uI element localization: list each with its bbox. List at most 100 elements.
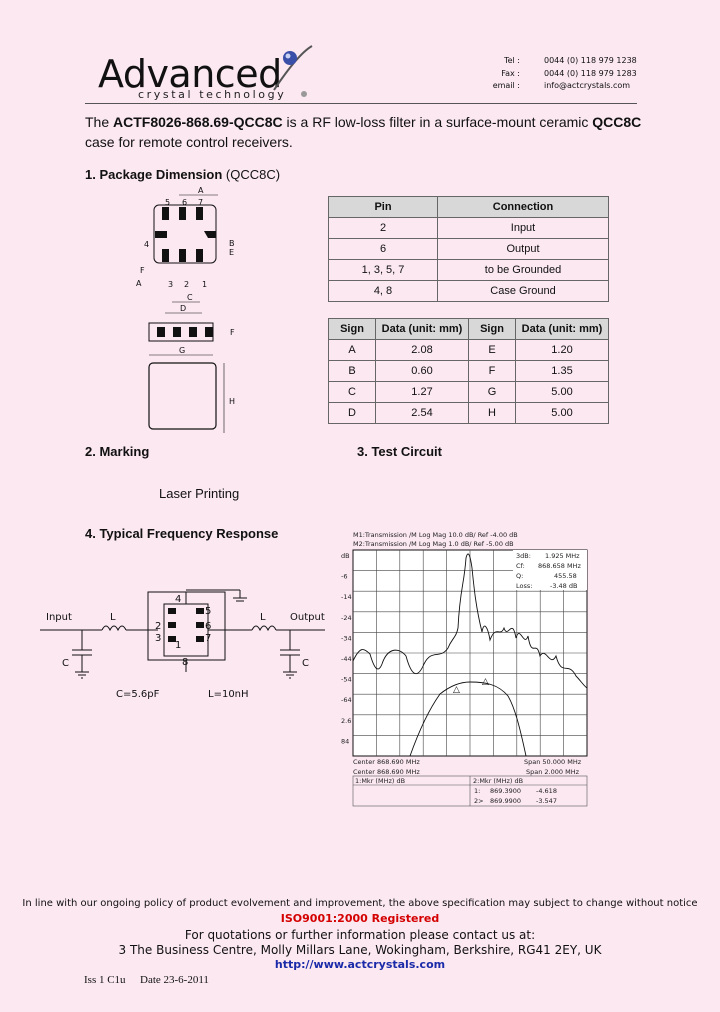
circuit-pin-3: 3 bbox=[155, 633, 161, 644]
marker-cf-value: 868.658 MHz bbox=[538, 562, 581, 570]
email-label: email : bbox=[492, 81, 520, 90]
intro-text: The ACTF8026-868.69-QCC8C is a RF low-lo… bbox=[85, 114, 642, 150]
issue-date: Date 23-6-2011 bbox=[140, 974, 209, 986]
y-tick-label: 2.6 bbox=[341, 717, 351, 725]
analyzer-trace1-settings: M1:Transmission /M Log Mag 10.0 dB/ Ref … bbox=[353, 531, 518, 539]
svg-text:869.3900: 869.3900 bbox=[490, 787, 521, 795]
circuit-output-label: Output bbox=[290, 612, 325, 623]
package-heading: 1. Package Dimension (QCC8C) bbox=[85, 167, 281, 182]
pin-5-label: 5 bbox=[165, 198, 170, 207]
case-name: QCC8C bbox=[592, 114, 642, 130]
marker-loss-value: -3.48 dB bbox=[550, 582, 577, 590]
center-freq-2: Center 868.690 MHz bbox=[353, 768, 420, 776]
marker-loss-label: Loss: bbox=[516, 582, 532, 590]
svg-text:2>: 2> bbox=[474, 797, 484, 805]
dim-F-side-label: F bbox=[140, 266, 145, 275]
capacitor-out-label: C bbox=[302, 658, 309, 669]
y-tick-label: dB bbox=[341, 552, 350, 560]
svg-text:-4.618: -4.618 bbox=[536, 787, 557, 795]
center-freq-1: Center 868.690 MHz bbox=[353, 758, 420, 766]
test-circuit-schematic: Input Output L L C C 4 5 2 6 3 7 1 8 C=5… bbox=[40, 589, 325, 700]
analyzer-trace2-settings: M2:Transmission /M Log Mag 1.0 dB/ Ref -… bbox=[353, 540, 514, 548]
svg-text:-3.547: -3.547 bbox=[536, 797, 557, 805]
y-tick-label: -54 bbox=[341, 676, 352, 684]
dim-B-label: B bbox=[229, 239, 235, 248]
y-tick-label: -44 bbox=[341, 655, 352, 663]
circuit-pin-1: 1 bbox=[175, 640, 181, 651]
dim-D-label: D bbox=[180, 304, 186, 313]
marker-q-value: 455.58 bbox=[554, 572, 577, 580]
package-drawing: A 5 6 7 4 B E F A 3 2 1 C D F G H bbox=[136, 186, 235, 433]
dim-H-label: H bbox=[229, 397, 235, 406]
y-tick-label: -24 bbox=[341, 614, 352, 622]
pin-3-label: 3 bbox=[168, 280, 173, 289]
y-tick-label: -64 bbox=[341, 696, 352, 704]
marker-table-header-1: 1:Mkr (MHz) dB bbox=[355, 777, 405, 785]
fax-label: Fax : bbox=[501, 69, 520, 78]
circuit-input-label: Input bbox=[46, 612, 72, 623]
test-circuit-heading: 3. Test Circuit bbox=[357, 444, 443, 459]
issue-number: Iss 1 C1u bbox=[84, 974, 126, 986]
marking-heading: 2. Marking bbox=[85, 444, 150, 459]
part-number: ACTF8026-868.69-QCC8C bbox=[113, 114, 283, 130]
inductor-in-label: L bbox=[110, 612, 116, 623]
company-address: 3 The Business Centre, Molly Millars Lan… bbox=[118, 943, 602, 957]
marker-bw-label: 3dB: bbox=[516, 552, 531, 560]
circuit-pin-6: 6 bbox=[205, 621, 211, 632]
fax-value: 0044 (0) 118 979 1283 bbox=[544, 69, 637, 78]
tel-value: 0044 (0) 118 979 1238 bbox=[544, 56, 637, 65]
svg-text:1:: 1: bbox=[474, 787, 480, 795]
pin-6-label: 6 bbox=[182, 198, 187, 207]
pin-2-label: 2 bbox=[184, 280, 189, 289]
svg-text:869.9900: 869.9900 bbox=[490, 797, 521, 805]
marker-cf-label: Cf: bbox=[516, 562, 525, 570]
span-2: Span 2.000 MHz bbox=[526, 768, 580, 776]
circuit-pin-7: 7 bbox=[205, 633, 211, 644]
y-tick-label: -34 bbox=[341, 634, 352, 642]
iso-badge: ISO9001:2000 Registered bbox=[280, 912, 440, 925]
dim-E-label: E bbox=[229, 248, 234, 257]
header-rule bbox=[85, 103, 637, 104]
contact-block: Tel : 0044 (0) 118 979 1238 Fax : 0044 (… bbox=[470, 56, 650, 96]
capacitor-in-label: C bbox=[62, 658, 69, 669]
marking-text: Laser Printing bbox=[159, 486, 240, 501]
circuit-pin-2: 2 bbox=[155, 621, 161, 632]
logo-globe-icon bbox=[273, 45, 313, 97]
policy-note: In line with our ongoing policy of produ… bbox=[22, 898, 698, 909]
marker-bw-value: 1.925 MHz bbox=[545, 552, 580, 560]
capacitor-value: C=5.6pF bbox=[116, 689, 160, 700]
contact-note: For quotations or further information pl… bbox=[184, 928, 536, 942]
dim-F-label: F bbox=[230, 328, 235, 337]
pin-7-label: 7 bbox=[198, 198, 203, 207]
circuit-pin-4: 4 bbox=[175, 594, 181, 605]
dim-A-side-label: A bbox=[136, 279, 142, 288]
pin-1-label: 1 bbox=[202, 280, 207, 289]
y-tick-label: 84 bbox=[341, 737, 349, 745]
dim-A-label: A bbox=[198, 186, 204, 195]
transmission-trace-2 bbox=[409, 681, 527, 757]
y-tick-label: -6 bbox=[341, 573, 347, 581]
logo-wordmark: Advanced bbox=[98, 52, 282, 96]
pin-4-label: 4 bbox=[144, 240, 149, 249]
inductor-out-label: L bbox=[260, 612, 266, 623]
dim-G-label: G bbox=[179, 346, 185, 355]
inductor-value: L=10nH bbox=[208, 689, 249, 700]
website-link[interactable]: http://www.actcrystals.com bbox=[274, 958, 446, 971]
marker-2-icon: △ bbox=[482, 677, 489, 687]
frequency-response-plot: M1:Transmission /M Log Mag 10.0 dB/ Ref … bbox=[341, 531, 588, 807]
circuit-pin-5: 5 bbox=[205, 606, 211, 617]
logo-tagline: crystal technology bbox=[138, 88, 287, 101]
marker-table-header-2: 2:Mkr (MHz) dB bbox=[473, 777, 523, 785]
email-value: info@actcrystals.com bbox=[544, 81, 631, 90]
dim-C-label: C bbox=[187, 293, 193, 302]
freq-response-heading: 4. Typical Frequency Response bbox=[85, 526, 279, 541]
span-1: Span 50.000 MHz bbox=[524, 758, 582, 766]
